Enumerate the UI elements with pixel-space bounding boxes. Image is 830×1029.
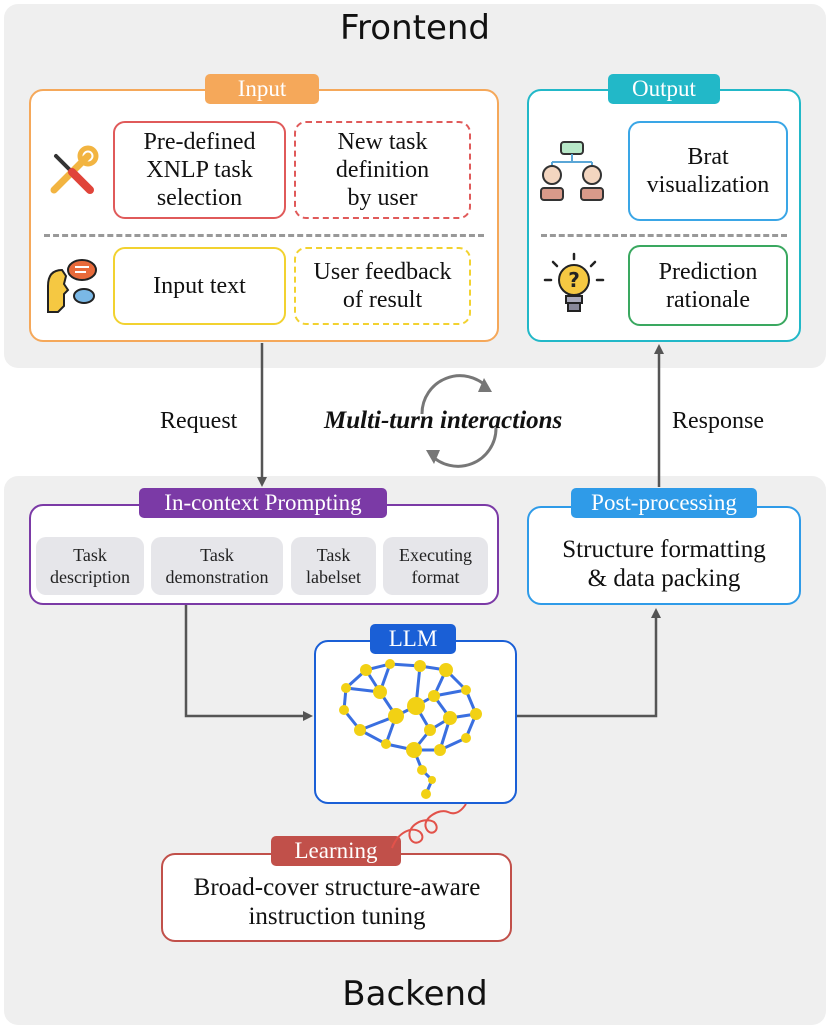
task-demonstration-chip: Task demonstration <box>151 537 283 595</box>
request-label: Request <box>160 408 238 434</box>
post-processing-tag: Post-processing <box>571 488 757 518</box>
multi-turn-label: Multi-turn interactions <box>324 407 563 434</box>
lightbulb-question-icon: ? <box>543 252 605 312</box>
llm-to-postprocessing-arrow <box>517 608 661 718</box>
task-description-chip: Task description <box>36 537 144 595</box>
response-label: Response <box>672 408 764 434</box>
brat-visualization-box: Brat visualization <box>628 121 788 221</box>
hierarchy-icon <box>540 141 604 201</box>
speaking-person-icon <box>47 259 97 313</box>
input-tag: Input <box>205 74 319 104</box>
output-divider <box>541 234 787 237</box>
learning-text: Broad-cover structure-aware instruction … <box>172 870 502 934</box>
svg-text:?: ? <box>568 268 580 292</box>
prompting-tag: In-context Prompting <box>139 488 387 518</box>
user-feedback-box: User feedback of result <box>294 247 471 325</box>
llm-tag: LLM <box>370 624 456 654</box>
frontend-title: Frontend <box>339 8 491 48</box>
cycle-arrows-icon <box>420 374 498 468</box>
brain-network-icon <box>339 659 482 799</box>
input-divider <box>44 234 484 237</box>
task-selection-box: Pre-defined XNLP task selection <box>113 121 286 219</box>
prediction-rationale-box: Prediction rationale <box>628 245 788 326</box>
task-definition-box: New task definition by user <box>294 121 471 219</box>
post-processing-text: Structure formatting & data packing <box>540 532 788 596</box>
input-text-box: Input text <box>113 247 286 325</box>
prompting-to-llm-arrow <box>184 605 313 721</box>
learning-squiggle <box>391 803 467 849</box>
tools-icon <box>50 145 99 194</box>
learning-tag: Learning <box>271 836 401 866</box>
executing-format-chip: Executing format <box>383 537 488 595</box>
output-tag: Output <box>608 74 720 104</box>
backend-title: Backend <box>342 974 488 1014</box>
task-labelset-chip: Task labelset <box>291 537 376 595</box>
